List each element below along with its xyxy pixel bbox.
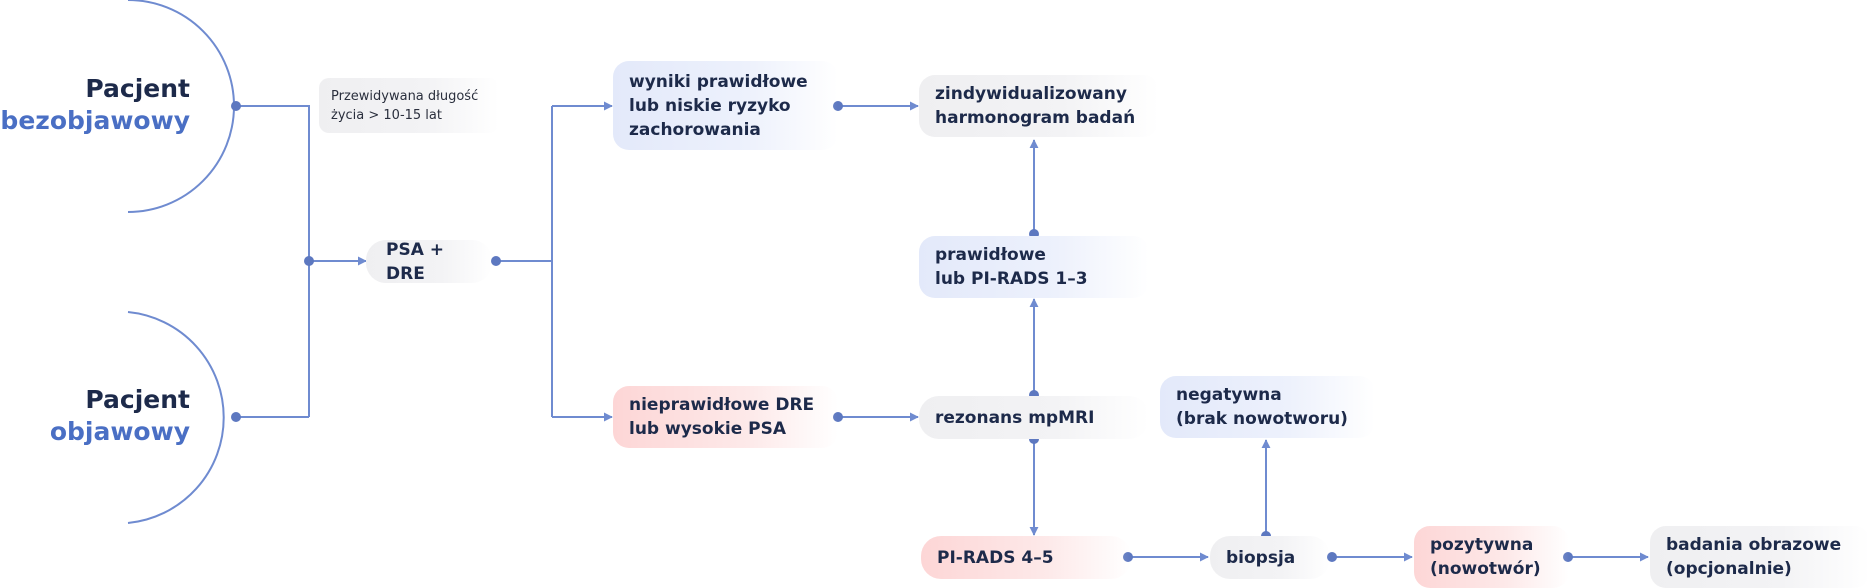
negative-biopsy-node: negatywna (brak nowotworu) xyxy=(1160,376,1375,438)
abnormal-dre-psa-node: nieprawidłowe DRE lub wysokie PSA xyxy=(613,386,838,448)
mpmri-node: rezonans mpMRI xyxy=(919,396,1149,439)
patient-asymptomatic-subtitle: bezobjawowy xyxy=(0,106,190,135)
biopsy-node: biopsja xyxy=(1210,536,1330,579)
life-expectancy-note: Przewidywana długość życia > 10-15 lat xyxy=(319,78,499,133)
normal-low-risk-node: wyniki prawidłowe lub niskie ryzyko zach… xyxy=(613,61,838,150)
positive-biopsy-node: pozytywna (nowotwór) xyxy=(1414,526,1569,588)
normal-pirads-node: prawidłowe lub PI-RADS 1–3 xyxy=(919,236,1149,298)
dot-junction xyxy=(304,256,314,266)
psa-dre-node: PSA + DRE xyxy=(366,240,492,284)
patient-symptomatic-arc xyxy=(127,311,225,524)
patient-symptomatic-title: Pacjent xyxy=(85,385,190,414)
patient-symptomatic-label: Pacjent objawowy xyxy=(50,384,190,448)
dot-psa-out xyxy=(491,256,501,266)
patient-asymptomatic-label: Pacjent bezobjawowy xyxy=(0,73,190,137)
dot-symptomatic xyxy=(231,412,241,422)
imaging-node: badania obrazowe (opcjonalnie) xyxy=(1650,526,1870,588)
individual-schedule-node: zindywidualizowany harmonogram badań xyxy=(919,75,1159,137)
patient-symptomatic-subtitle: objawowy xyxy=(49,417,190,446)
connector-asymptomatic-junction xyxy=(236,105,310,417)
dot-asymptomatic xyxy=(231,101,241,111)
pirads-high-node: PI-RADS 4–5 xyxy=(921,536,1131,579)
patient-asymptomatic-title: Pacjent xyxy=(85,74,190,103)
